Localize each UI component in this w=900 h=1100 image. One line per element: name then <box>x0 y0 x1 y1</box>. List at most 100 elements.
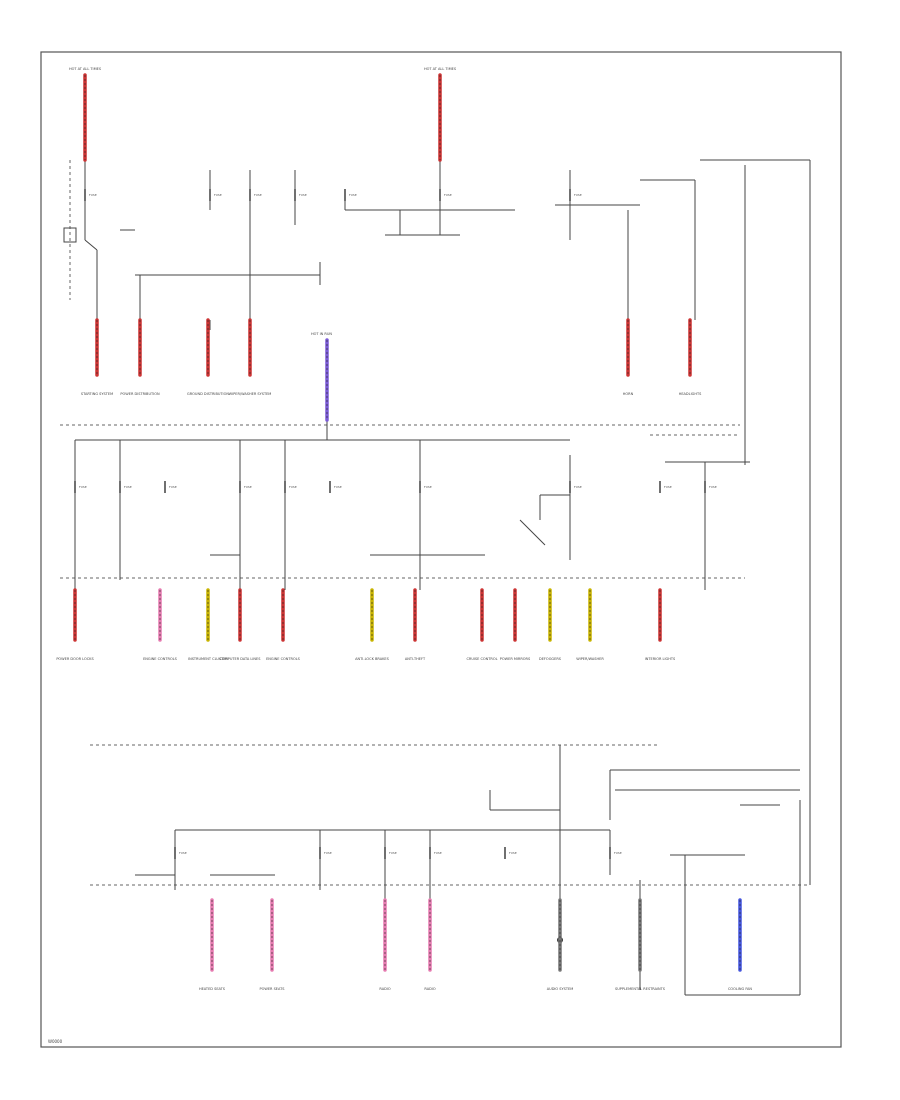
output-circuit: POWER DISTRIBUTION <box>120 318 160 396</box>
output-circuit: AUDIO SYSTEM <box>547 898 574 991</box>
diagram-id: W0000 <box>48 1039 63 1044</box>
fuse-label: FUSE <box>424 485 432 489</box>
fuse-label: FUSE <box>574 193 582 197</box>
output-label: DEFOGGERS <box>539 657 562 661</box>
output-circuit: POWER SEATS <box>260 898 286 991</box>
output-circuit: INSTRUMENT CLUSTER <box>188 588 229 661</box>
output-label: HEADLIGHTS <box>679 392 702 396</box>
fuse-label: FUSE <box>574 485 582 489</box>
fuse-label: FUSE <box>444 193 452 197</box>
circuit-outputs: STARTING SYSTEM POWER DISTRIBUTION GROUND … <box>56 318 752 991</box>
output-circuit: ENGINE CONTROLS <box>266 588 301 661</box>
output-circuit: WIPER/WASHER SYSTEM <box>229 318 272 396</box>
output-label: ANTI-LOCK BRAKES <box>355 657 389 661</box>
output-circuit: POWER DOOR LOCKS <box>56 588 94 661</box>
output-circuit: POWER MIRRORS <box>500 588 531 661</box>
fuse: FUSE <box>119 481 132 493</box>
output-label: AUDIO SYSTEM <box>547 987 574 991</box>
output-label: CRUISE CONTROL <box>466 657 497 661</box>
fuse-labels: FUSE FUSE FUSE FUSE FUSE FUSE FUSE FUSE FUSE FUSE… <box>74 189 717 859</box>
output-label: GROUND DISTRIBUTION <box>187 392 229 396</box>
fuse-label: FUSE <box>169 485 177 489</box>
fuse-label: FUSE <box>389 851 397 855</box>
power-feeds: HOT AT ALL TIMES HOT AT ALL TIMES HOT IN R… <box>69 67 457 422</box>
fuse: FUSE <box>659 481 672 493</box>
fuse-label: FUSE <box>214 193 222 197</box>
output-circuit: COMPUTER DATA LINES <box>220 588 262 661</box>
fuse-label: FUSE <box>664 485 672 489</box>
fuse: FUSE <box>384 847 397 859</box>
fuse: FUSE <box>419 481 432 493</box>
output-label: HORN <box>623 392 634 396</box>
output-circuit: INTERIOR LIGHTS <box>645 588 676 661</box>
feed-label: HOT AT ALL TIMES <box>424 67 457 71</box>
fuse: FUSE <box>344 189 357 201</box>
output-circuit: HEADLIGHTS <box>679 318 702 396</box>
fuse-label: FUSE <box>434 851 442 855</box>
output-label: POWER MIRRORS <box>500 657 531 661</box>
fuse: FUSE <box>74 481 87 493</box>
fuse-label: FUSE <box>614 851 622 855</box>
output-label: COMPUTER DATA LINES <box>220 657 262 661</box>
fuse: FUSE <box>294 189 307 201</box>
output-circuit: DEFOGGERS <box>539 588 562 661</box>
output-label: ENGINE CONTROLS <box>143 657 178 661</box>
fuse-label: FUSE <box>254 193 262 197</box>
feed-label: HOT IN RUN <box>311 332 332 336</box>
output-label: RADIO <box>379 987 390 991</box>
output-circuit: CRUISE CONTROL <box>466 588 498 661</box>
fuse-label: FUSE <box>289 485 297 489</box>
fuse: FUSE <box>239 481 252 493</box>
fuse: FUSE <box>84 189 97 201</box>
fuse-label: FUSE <box>299 193 307 197</box>
feed-label: HOT AT ALL TIMES <box>69 67 102 71</box>
fuse: FUSE <box>209 189 222 201</box>
output-label: COOLING FAN <box>728 987 752 991</box>
output-label: HEATED SEATS <box>199 987 226 991</box>
output-circuit: GROUND DISTRIBUTION <box>187 318 229 396</box>
feed-hot-at-all-times-left: HOT AT ALL TIMES <box>69 67 102 162</box>
fuse: FUSE <box>319 847 332 859</box>
fuse: FUSE <box>704 481 717 493</box>
output-circuit: RADIO <box>379 898 391 991</box>
output-label: WIPER/WASHER SYSTEM <box>229 392 272 396</box>
output-circuit: HORN <box>623 318 634 396</box>
fuse: FUSE <box>569 189 582 201</box>
output-label: POWER SEATS <box>260 987 286 991</box>
output-circuit: ANTI-LOCK BRAKES <box>355 588 390 661</box>
fuse-label: FUSE <box>324 851 332 855</box>
fuse-label: FUSE <box>709 485 717 489</box>
fuse: FUSE <box>569 481 582 493</box>
fuse-label: FUSE <box>509 851 517 855</box>
fuse: FUSE <box>249 189 262 201</box>
fuse-label: FUSE <box>244 485 252 489</box>
diagram-frame <box>40 51 842 1048</box>
output-circuit: ANTI-THEFT <box>405 588 426 661</box>
fuse-label: FUSE <box>124 485 132 489</box>
fuse-label: FUSE <box>79 485 87 489</box>
bottom-section <box>135 745 801 996</box>
fuse: FUSE <box>439 189 452 201</box>
fuse: FUSE <box>504 847 517 859</box>
fuse-label: FUSE <box>179 851 187 855</box>
output-circuit: SUPPLEMENTAL RESTRAINTS <box>615 898 666 991</box>
output-label: RADIO <box>424 987 435 991</box>
output-circuit: COOLING FAN <box>728 898 752 991</box>
fuse: FUSE <box>609 847 622 859</box>
top-section <box>63 159 811 885</box>
output-circuit: HEATED SEATS <box>199 898 226 991</box>
fuse: FUSE <box>429 847 442 859</box>
output-circuit: WIPER/WASHER <box>576 588 604 661</box>
output-label: INSTRUMENT CLUSTER <box>188 657 228 661</box>
output-circuit: ENGINE CONTROLS <box>143 588 178 661</box>
output-label: STARTING SYSTEM <box>81 392 113 396</box>
fuse: FUSE <box>284 481 297 493</box>
output-label: SUPPLEMENTAL RESTRAINTS <box>615 987 666 991</box>
output-circuit: RADIO <box>424 898 436 991</box>
fuse: FUSE <box>164 481 177 493</box>
output-label: POWER DISTRIBUTION <box>120 392 160 396</box>
output-circuit: STARTING SYSTEM <box>81 318 113 396</box>
output-label: ENGINE CONTROLS <box>266 657 301 661</box>
output-label: POWER DOOR LOCKS <box>56 657 94 661</box>
